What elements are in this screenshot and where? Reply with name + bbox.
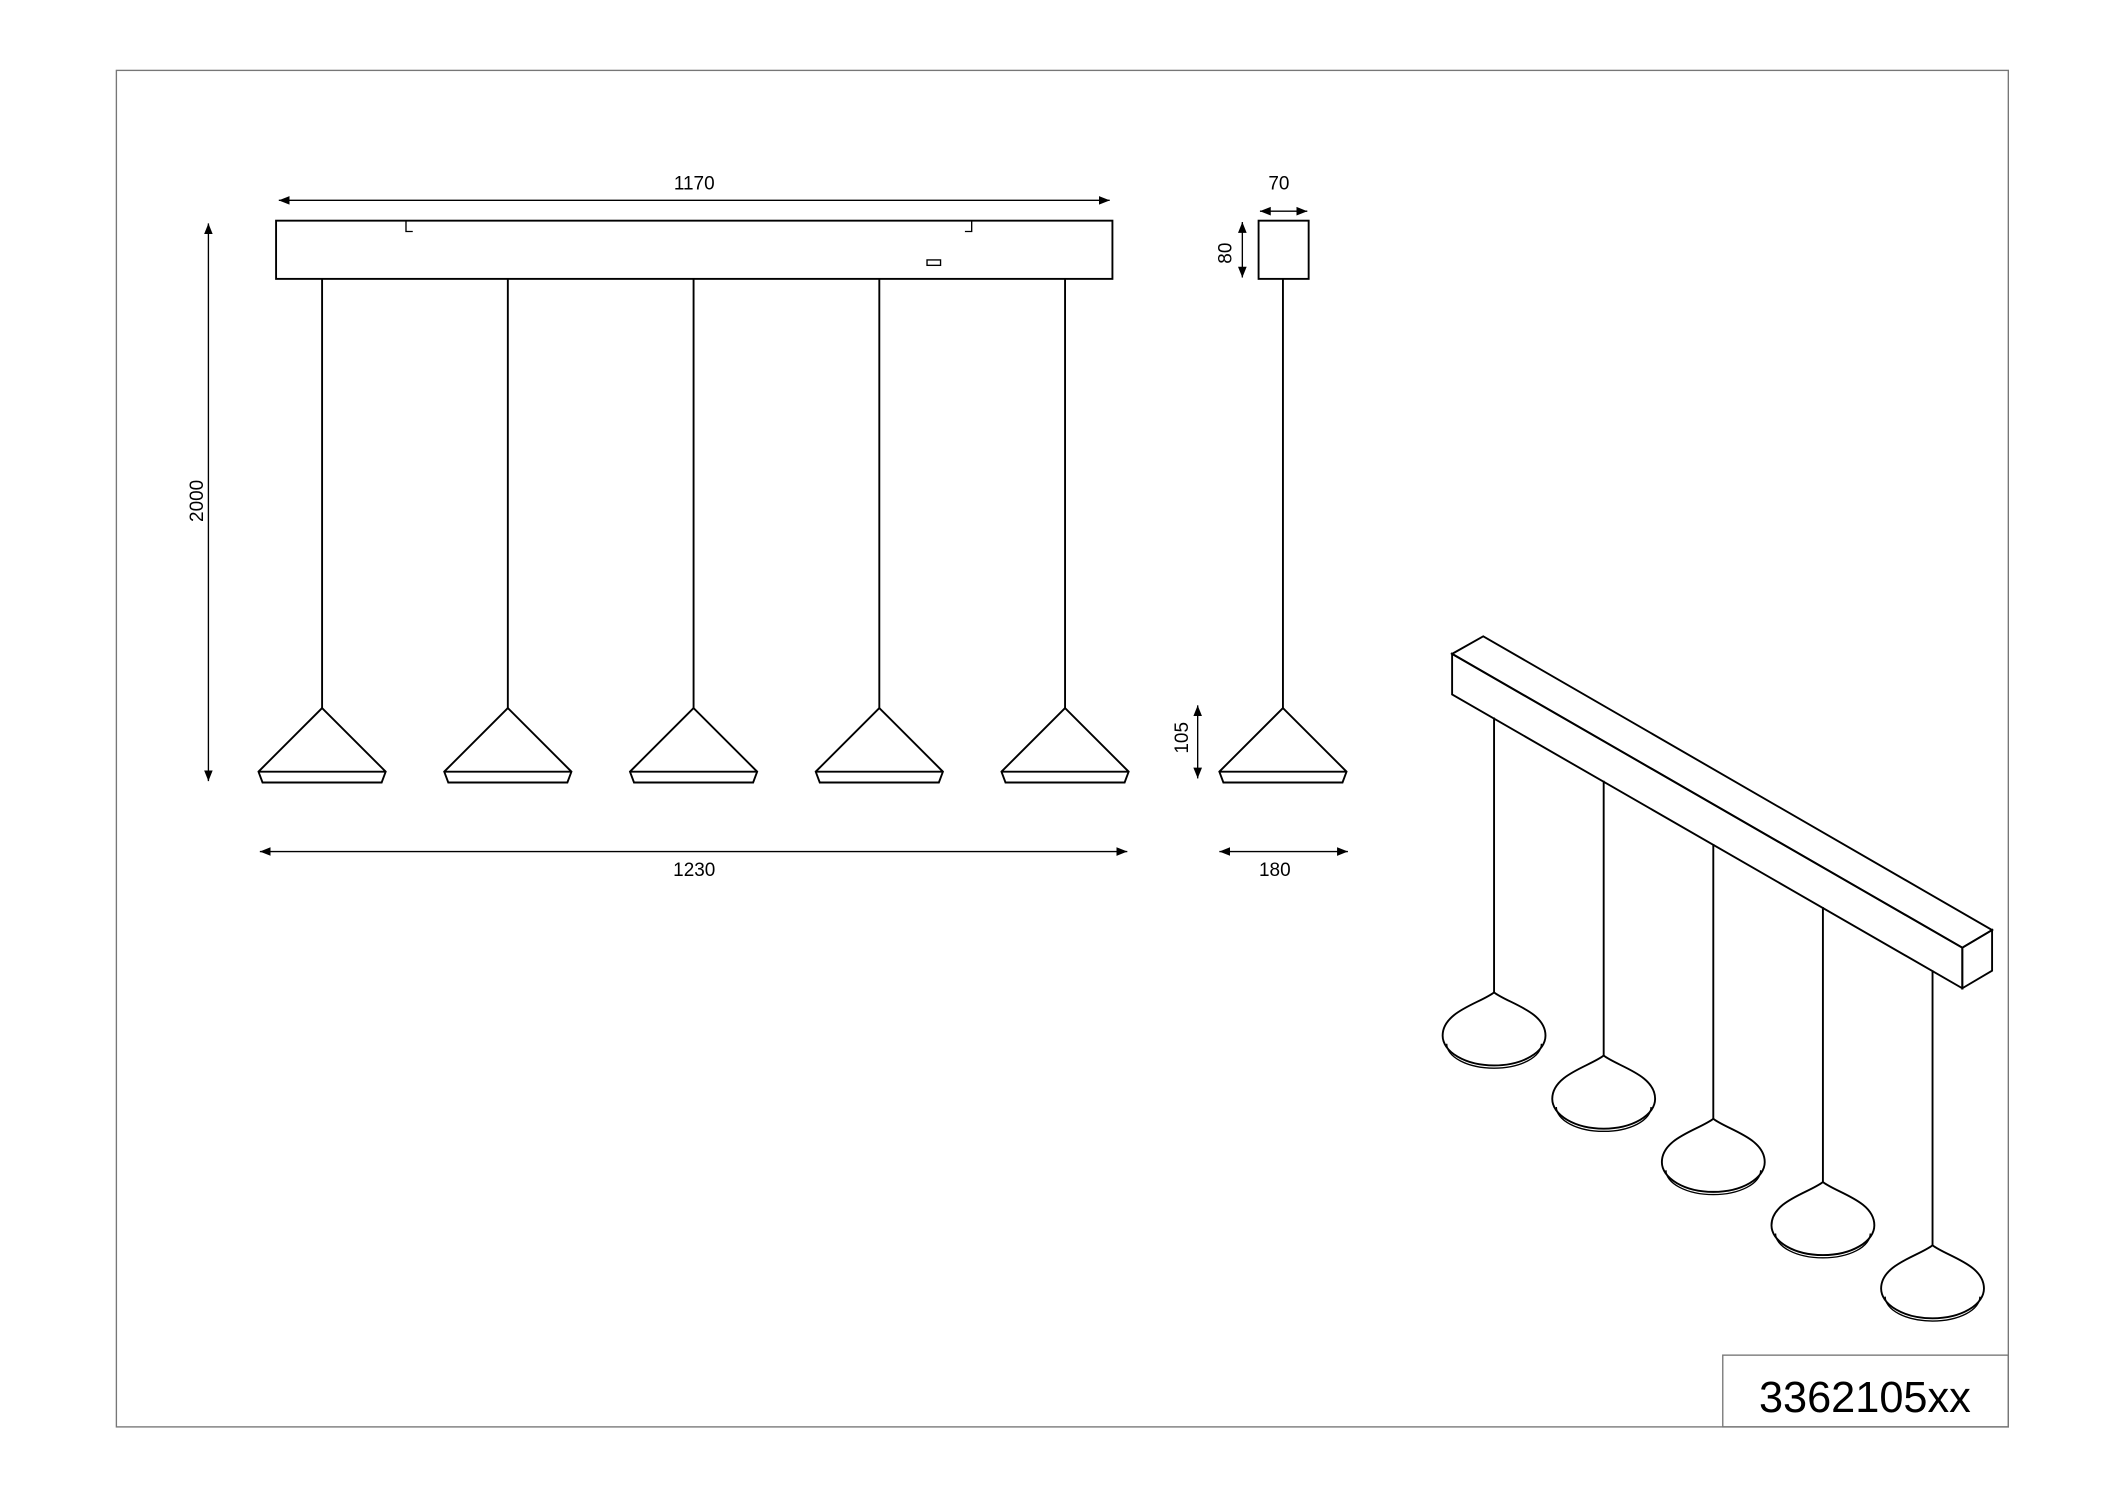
iso-pendant-rim — [1884, 1296, 1981, 1322]
iso-pendant-rim — [1665, 1170, 1762, 1196]
ceiling-bar-side — [1257, 219, 1310, 280]
dim-bar-height: 80 — [1216, 243, 1237, 264]
dim-bar-length: 1170 — [674, 174, 715, 195]
dim-overall-width: 1230 — [673, 860, 715, 881]
pendant-shade — [814, 706, 945, 784]
dim-bar-depth: 70 — [1268, 174, 1289, 195]
title-block: 3362105xx — [1722, 1354, 2009, 1428]
ceiling-bar — [275, 219, 1114, 280]
iso-pendant-shade — [1660, 1117, 1766, 1193]
dim-shade-height: 105 — [1172, 722, 1193, 754]
iso-bar-front — [1451, 652, 1964, 990]
iso-pendant-rim — [1774, 1233, 1871, 1259]
iso-pendant-shade — [1551, 1054, 1657, 1130]
pendant-shade — [628, 706, 759, 784]
pendant-shade — [1000, 706, 1130, 784]
iso-pendant-shade — [1880, 1244, 1985, 1320]
iso-bar-top — [1450, 635, 1994, 949]
iso-pendant-rim — [1555, 1106, 1652, 1133]
iso-pendant-rim — [1446, 1043, 1543, 1069]
pendant-shade — [257, 706, 387, 784]
iso-pendant-shade — [1770, 1180, 1876, 1257]
iso-bar-end — [1961, 928, 1994, 990]
dim-total-height: 2000 — [187, 480, 208, 522]
side-view — [1218, 219, 1348, 784]
drawing-border — [115, 69, 2009, 1428]
iso-pendant-shade — [1441, 991, 1547, 1067]
front-view — [257, 219, 1130, 784]
dim-shade-diameter: 180 — [1259, 860, 1291, 881]
product-code: 3362105xx — [1759, 1374, 1971, 1422]
isometric-view — [1441, 635, 1994, 1322]
pendant-shade — [443, 706, 573, 784]
pendant-shade — [1218, 706, 1348, 784]
